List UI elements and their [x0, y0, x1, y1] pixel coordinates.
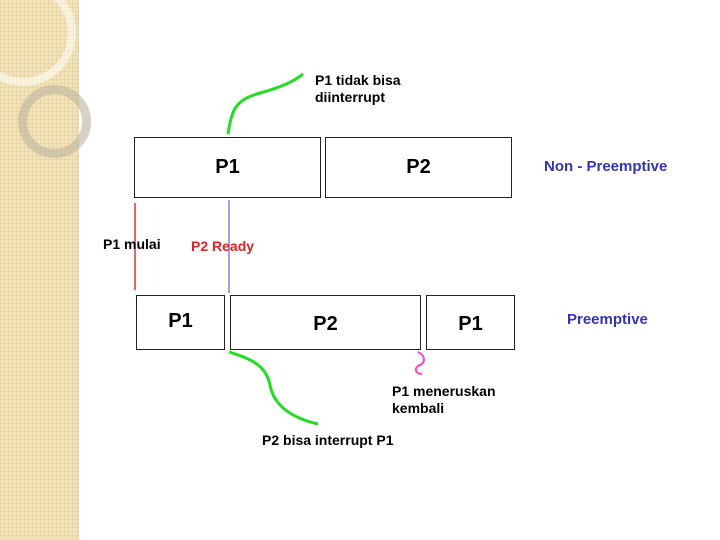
- decorative-ring-top: [0, 0, 76, 86]
- preemptive-block-p1-start: P1: [136, 295, 225, 350]
- p1-not-interruptible-note: P1 tidak bisa diinterrupt: [315, 72, 401, 106]
- p1-start-label: P1 mulai: [103, 236, 161, 252]
- block-label: P2: [313, 313, 338, 335]
- note-line: kembali: [392, 399, 445, 416]
- decorative-sidebar: [0, 0, 91, 540]
- interrupt-curve-top: [226, 72, 304, 135]
- note-line: P1 meneruskan: [392, 383, 496, 399]
- p1-resumes-note: P1 meneruskan kembali: [392, 383, 496, 417]
- block-label: P1: [215, 156, 240, 178]
- non-preemptive-block-p2: P2: [325, 137, 512, 198]
- note-line: P1 tidak bisa: [315, 72, 401, 88]
- non-preemptive-label: Non - Preemptive: [544, 158, 668, 175]
- p2-can-interrupt-note: P2 bisa interrupt P1: [262, 432, 394, 448]
- non-preemptive-block-p1: P1: [134, 137, 321, 198]
- decorative-ring-middle: [18, 85, 91, 158]
- resume-marker-squiggle: [414, 351, 425, 375]
- preemptive-block-p1-resume: P1: [426, 295, 515, 350]
- preemptive-block-p2: P2: [230, 295, 421, 350]
- p2-ready-label: P2 Ready: [191, 238, 255, 254]
- block-label: P1: [458, 313, 483, 335]
- note-line: diinterrupt: [315, 88, 385, 105]
- interrupt-curve-bottom: [228, 350, 319, 426]
- block-label: P1: [168, 310, 193, 332]
- block-label: P2: [406, 156, 431, 178]
- preemptive-label: Preemptive: [567, 311, 648, 328]
